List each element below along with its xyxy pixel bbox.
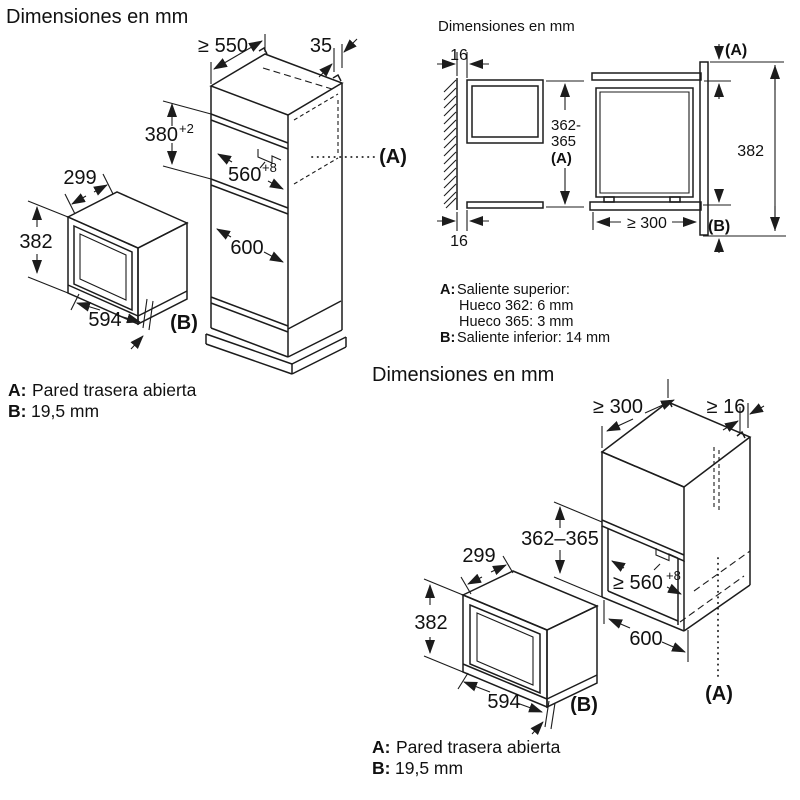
note-a-text: Pared trasera abierta [396, 737, 561, 757]
appliance-foot [603, 196, 615, 203]
dim-niche-width-iso: ≥ 560 +8 [611, 560, 682, 595]
svg-text:362-: 362- [551, 117, 581, 134]
label-a-leader: (A) [311, 146, 407, 168]
svg-text:299: 299 [462, 545, 495, 567]
label-b: (B) [708, 218, 730, 235]
dim-cabinet-width: 600 [603, 600, 689, 662]
diagram3-notes: A: Pared trasera abierta B: 19,5 mm [372, 737, 561, 778]
svg-text:382: 382 [19, 231, 52, 253]
diagram2-title: Dimensiones en mm [438, 18, 575, 35]
note-a-text: Pared trasera abierta [32, 380, 197, 400]
sup: +2 [179, 121, 194, 136]
dim-protrusion-top: (A) [714, 42, 747, 99]
label-b: (B) [570, 694, 598, 716]
dim-niche-height-iso: 362–365 [521, 501, 603, 598]
door-frame [469, 603, 541, 695]
front-frame [699, 61, 709, 236]
dim-depth-min: ≥ 550 [198, 34, 266, 84]
appliance-section [589, 61, 709, 236]
dim-front-height: 382 [737, 65, 780, 231]
svg-text:299: 299 [63, 167, 96, 189]
svg-text:≥ 560: ≥ 560 [613, 572, 663, 594]
dim-label-b: (B) [130, 298, 198, 350]
diagram-tall-cabinet: Dimensiones en mm [6, 6, 407, 421]
svg-text:594: 594 [88, 309, 121, 331]
svg-text:594: 594 [487, 691, 520, 713]
note-b-text: Saliente inferior: 14 mm [457, 330, 610, 346]
dim-side-gap-min: ≥ 16 [707, 396, 765, 432]
diagram-side-section: Dimensiones en mm [437, 18, 786, 346]
microwave-oven [66, 191, 189, 326]
dim-niche-height-section: 362- 365 (A) [546, 80, 584, 208]
svg-text:≥ 550: ≥ 550 [198, 35, 248, 57]
door-window [476, 612, 534, 686]
svg-text:≥ 300: ≥ 300 [627, 215, 667, 232]
dim-label-b: (B) [530, 694, 598, 735]
dim-appliance-depth: 299 [63, 167, 114, 215]
svg-text:560: 560 [228, 164, 261, 186]
svg-text:16: 16 [450, 233, 468, 250]
svg-text:≥ 16: ≥ 16 [707, 396, 746, 418]
dim-appliance-height: 382 [414, 578, 464, 673]
dim-gap-bottom: 16 [437, 210, 489, 250]
svg-text:382: 382 [737, 143, 764, 160]
furniture-section [466, 79, 544, 209]
door-frame [73, 224, 133, 312]
label-a: (A) [705, 683, 733, 705]
sup: +8 [262, 160, 277, 175]
svg-text:382: 382 [414, 612, 447, 634]
svg-text:380: 380 [145, 124, 178, 146]
sup: +8 [666, 568, 681, 583]
dim-lower-space: 600 [216, 228, 284, 263]
microwave-oven [461, 570, 599, 709]
note-a-text: Saliente superior: [457, 282, 570, 298]
dim-niche-width: 560 +8 [217, 153, 284, 190]
label-a: (A) [379, 146, 407, 168]
svg-text:365: 365 [551, 133, 576, 150]
svg-text:600: 600 [230, 237, 263, 259]
appliance-foot [669, 196, 681, 203]
dim-top-depth-min: ≥ 300 [593, 379, 675, 448]
svg-text:35: 35 [310, 35, 332, 57]
tall-cabinet-outline [205, 46, 347, 375]
svg-text:362–365: 362–365 [521, 528, 599, 550]
note-b-prefix: B: [8, 401, 26, 421]
dim-gap-top: 16 [437, 47, 489, 78]
diagram2-notes: A: Saliente superior: Hueco 362: 6 mm Hu… [440, 282, 610, 346]
note-b-prefix: B: [372, 758, 390, 778]
diagram1-title: Dimensiones en mm [6, 6, 188, 28]
wall-cabinet-outline [600, 399, 752, 632]
svg-text:(A): (A) [551, 150, 572, 167]
dim-appliance-depth: 299 [460, 545, 514, 595]
dim-appliance-width: 594 [457, 672, 543, 713]
dim-protrusion-bottom: (B) [708, 189, 730, 253]
niche-width-notch [257, 149, 282, 164]
note-a-prefix: A: [372, 737, 390, 757]
svg-text:600: 600 [629, 628, 662, 650]
label-a: (A) [725, 42, 747, 59]
diagram1-notes: A: Pared trasera abierta B: 19,5 mm [8, 380, 197, 421]
note-a-prefix: A: [8, 380, 26, 400]
dim-depth-min-section: ≥ 300 [592, 212, 697, 232]
note-hueco-1: Hueco 362: 6 mm [459, 298, 573, 314]
dim-appliance-width: 594 [70, 293, 141, 331]
note-b-prefix: B: [440, 330, 455, 346]
door-window [79, 233, 127, 301]
note-hueco-2: Hueco 365: 3 mm [459, 314, 573, 330]
diagram3-title: Dimensiones en mm [372, 364, 554, 386]
note-b-text: 19,5 mm [395, 758, 463, 778]
niche-width-notch [655, 548, 679, 562]
note-a-prefix: A: [440, 282, 455, 298]
svg-text:≥ 300: ≥ 300 [593, 396, 643, 418]
wall-hatching [443, 78, 458, 210]
dim-niche-height: 380 +2 [145, 100, 212, 180]
note-b-text: 19,5 mm [31, 401, 99, 421]
label-a-leader: (A) [705, 557, 733, 705]
dim-front-overhang: 35 [310, 35, 358, 78]
label-b: (B) [170, 312, 198, 334]
svg-text:16: 16 [450, 47, 468, 64]
dim-appliance-height: 382 [19, 200, 69, 294]
diagram-wall-cabinet: Dimensiones en mm [372, 364, 765, 778]
